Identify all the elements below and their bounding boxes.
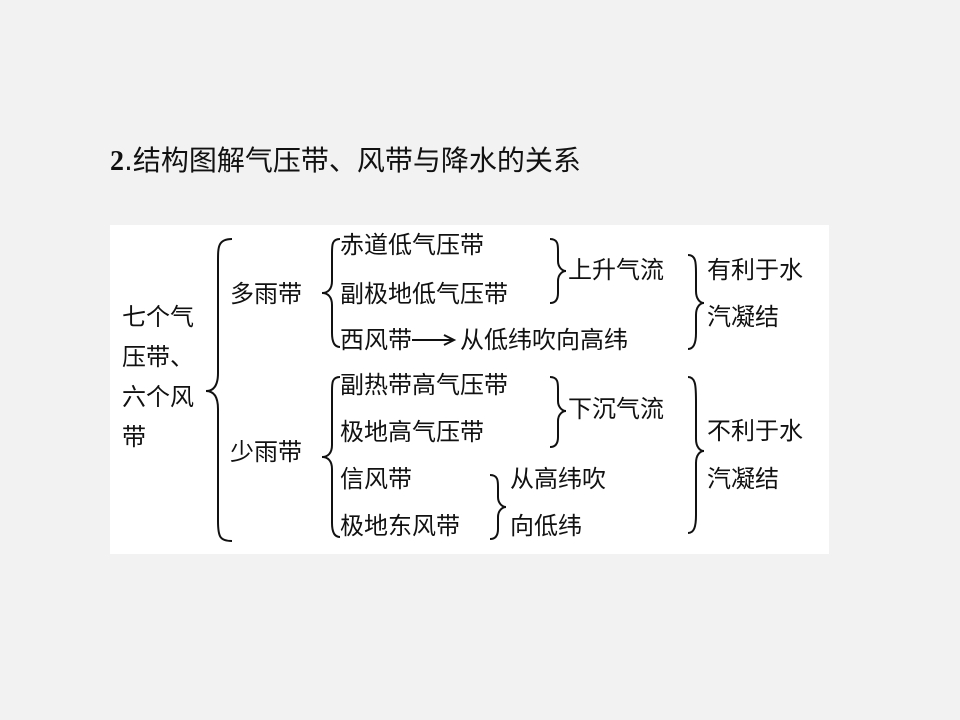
wind-belts-brace: [489, 474, 507, 540]
root-label-line-2: 压带、: [122, 343, 194, 371]
subpolar-low-pressure-belt: 副极地低气压带: [340, 280, 508, 308]
sinking-airflow: 下沉气流: [568, 395, 664, 423]
westerlies-belt: 西风带: [340, 326, 412, 354]
rainy-result-brace: [687, 254, 705, 350]
dry-result-brace: [687, 376, 705, 534]
root-label-line-3: 六个风: [122, 383, 194, 411]
dry-brace: [321, 376, 341, 538]
wind-direction-line-2: 向低纬: [510, 512, 582, 540]
rainy-brace: [321, 238, 341, 348]
high-pressure-brace: [549, 376, 567, 448]
root-label-line-4: 带: [122, 423, 146, 451]
rainy-result-line-2: 汽凝结: [707, 303, 779, 331]
wind-direction-line-1: 从高纬吹: [510, 465, 606, 493]
equatorial-low-pressure-belt: 赤道低气压带: [340, 231, 484, 259]
dry-result-line-1: 不利于水: [707, 417, 803, 445]
root-label-line-1: 七个气: [122, 303, 194, 331]
westerlies-direction: 从低纬吹向高纬: [460, 326, 628, 354]
subtropical-high-pressure-belt: 副热带高气压带: [340, 371, 508, 399]
root-brace: [205, 238, 233, 542]
polar-high-pressure-belt: 极地高气压带: [340, 418, 484, 446]
trade-wind-belt: 信风带: [340, 465, 412, 493]
rainy-result-line-1: 有利于水: [707, 256, 803, 284]
low-pressure-brace: [549, 238, 567, 304]
polar-easterlies-belt: 极地东风带: [340, 512, 460, 540]
title-number: 2: [110, 146, 124, 177]
diagram-connectors: [205, 238, 705, 542]
relationship-diagram: 七个气 压带、 六个风 带 多雨带 赤道低气压带 副极地低气压带 上升气流 西风…: [110, 225, 829, 554]
title-text: 结构图解气压带、风带与降水的关系: [132, 144, 581, 177]
rainy-belt-label: 多雨带: [230, 280, 302, 308]
slide-title: 2.结构图解气压带、风带与降水的关系: [110, 143, 581, 180]
dry-belt-label: 少雨带: [230, 438, 302, 466]
title-separator: .: [124, 144, 133, 177]
dry-result-line-2: 汽凝结: [707, 465, 779, 493]
rising-airflow: 上升气流: [568, 256, 664, 284]
westerlies-arrow-head: [443, 334, 457, 346]
